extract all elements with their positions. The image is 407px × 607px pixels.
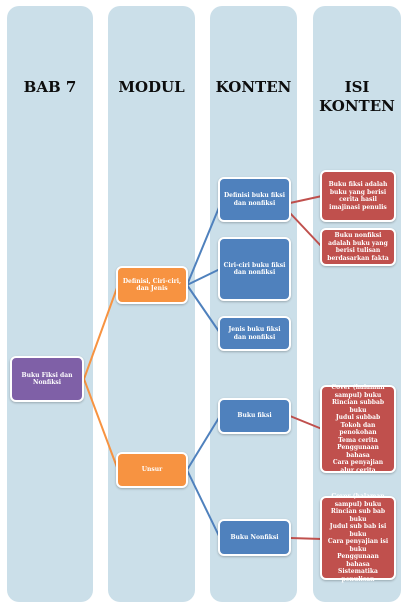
column-title-isi-line2: KONTEN — [319, 97, 395, 115]
column-title-bab: BAB 7 — [23, 78, 77, 96]
column-bab: BAB 7 — [7, 6, 93, 602]
node-isi-nonfiksi-definisi: Buku nonfiksi adalah buku yang berisi tu… — [320, 228, 396, 266]
node-isi-nonfiksi-unsur: Cover (halaman sampul) buku Rincian sub … — [320, 493, 396, 583]
column-konten: KONTEN — [210, 6, 297, 602]
connector-root-definisi — [83, 284, 119, 380]
column-title-isi-line1: ISI — [344, 78, 370, 96]
connector-definisi-konten-ciri — [186, 268, 221, 286]
node-konten-definisi: Definisi buku fiksi dan nonfiksi — [218, 177, 291, 222]
column-title-konten: KONTEN — [215, 78, 292, 96]
connector-root-unsur — [83, 378, 119, 471]
node-modul-unsur: Unsur — [116, 452, 188, 488]
column-title-modul: MODUL — [118, 78, 185, 96]
connector-unsur-konten-nonfiksi — [186, 469, 221, 539]
node-modul-definisi: Definisi, Ciri-ciri, dan Jenis — [116, 266, 188, 304]
connector-definisi-konten-definisi — [186, 204, 221, 286]
connector-definisi-isi-fiksi — [289, 195, 323, 204]
connector-definisi-isi-nonfiksi — [289, 212, 323, 248]
node-konten-ciri: Ciri-ciri buku fiksi dan nonfiksi — [218, 237, 291, 301]
node-konten-fiksi: Buku fiksi — [218, 398, 291, 434]
connector-definisi-konten-jenis — [186, 284, 221, 334]
column-modul: MODUL — [108, 6, 195, 602]
connector-unsur-konten-fiksi — [186, 415, 221, 471]
column-title-isi-konten: ISI KONTEN — [313, 78, 401, 116]
node-isi-fiksi-unsur: Cover (halaman sampul) buku Rincian subb… — [320, 384, 396, 474]
node-isi-fiksi-definisi: Buku fiksi adalah buku yang berisi cerit… — [320, 170, 396, 222]
node-konten-jenis: Jenis buku fiksi dan nonfiksi — [218, 316, 291, 351]
connector-fiksi-isi-unsur — [289, 415, 323, 430]
node-konten-nonfiksi: Buku Nonfiksi — [218, 519, 291, 556]
connector-nonfiksi-isi-unsur — [289, 537, 323, 540]
node-root: Buku Fiksi dan Nonfiksi — [10, 356, 84, 402]
